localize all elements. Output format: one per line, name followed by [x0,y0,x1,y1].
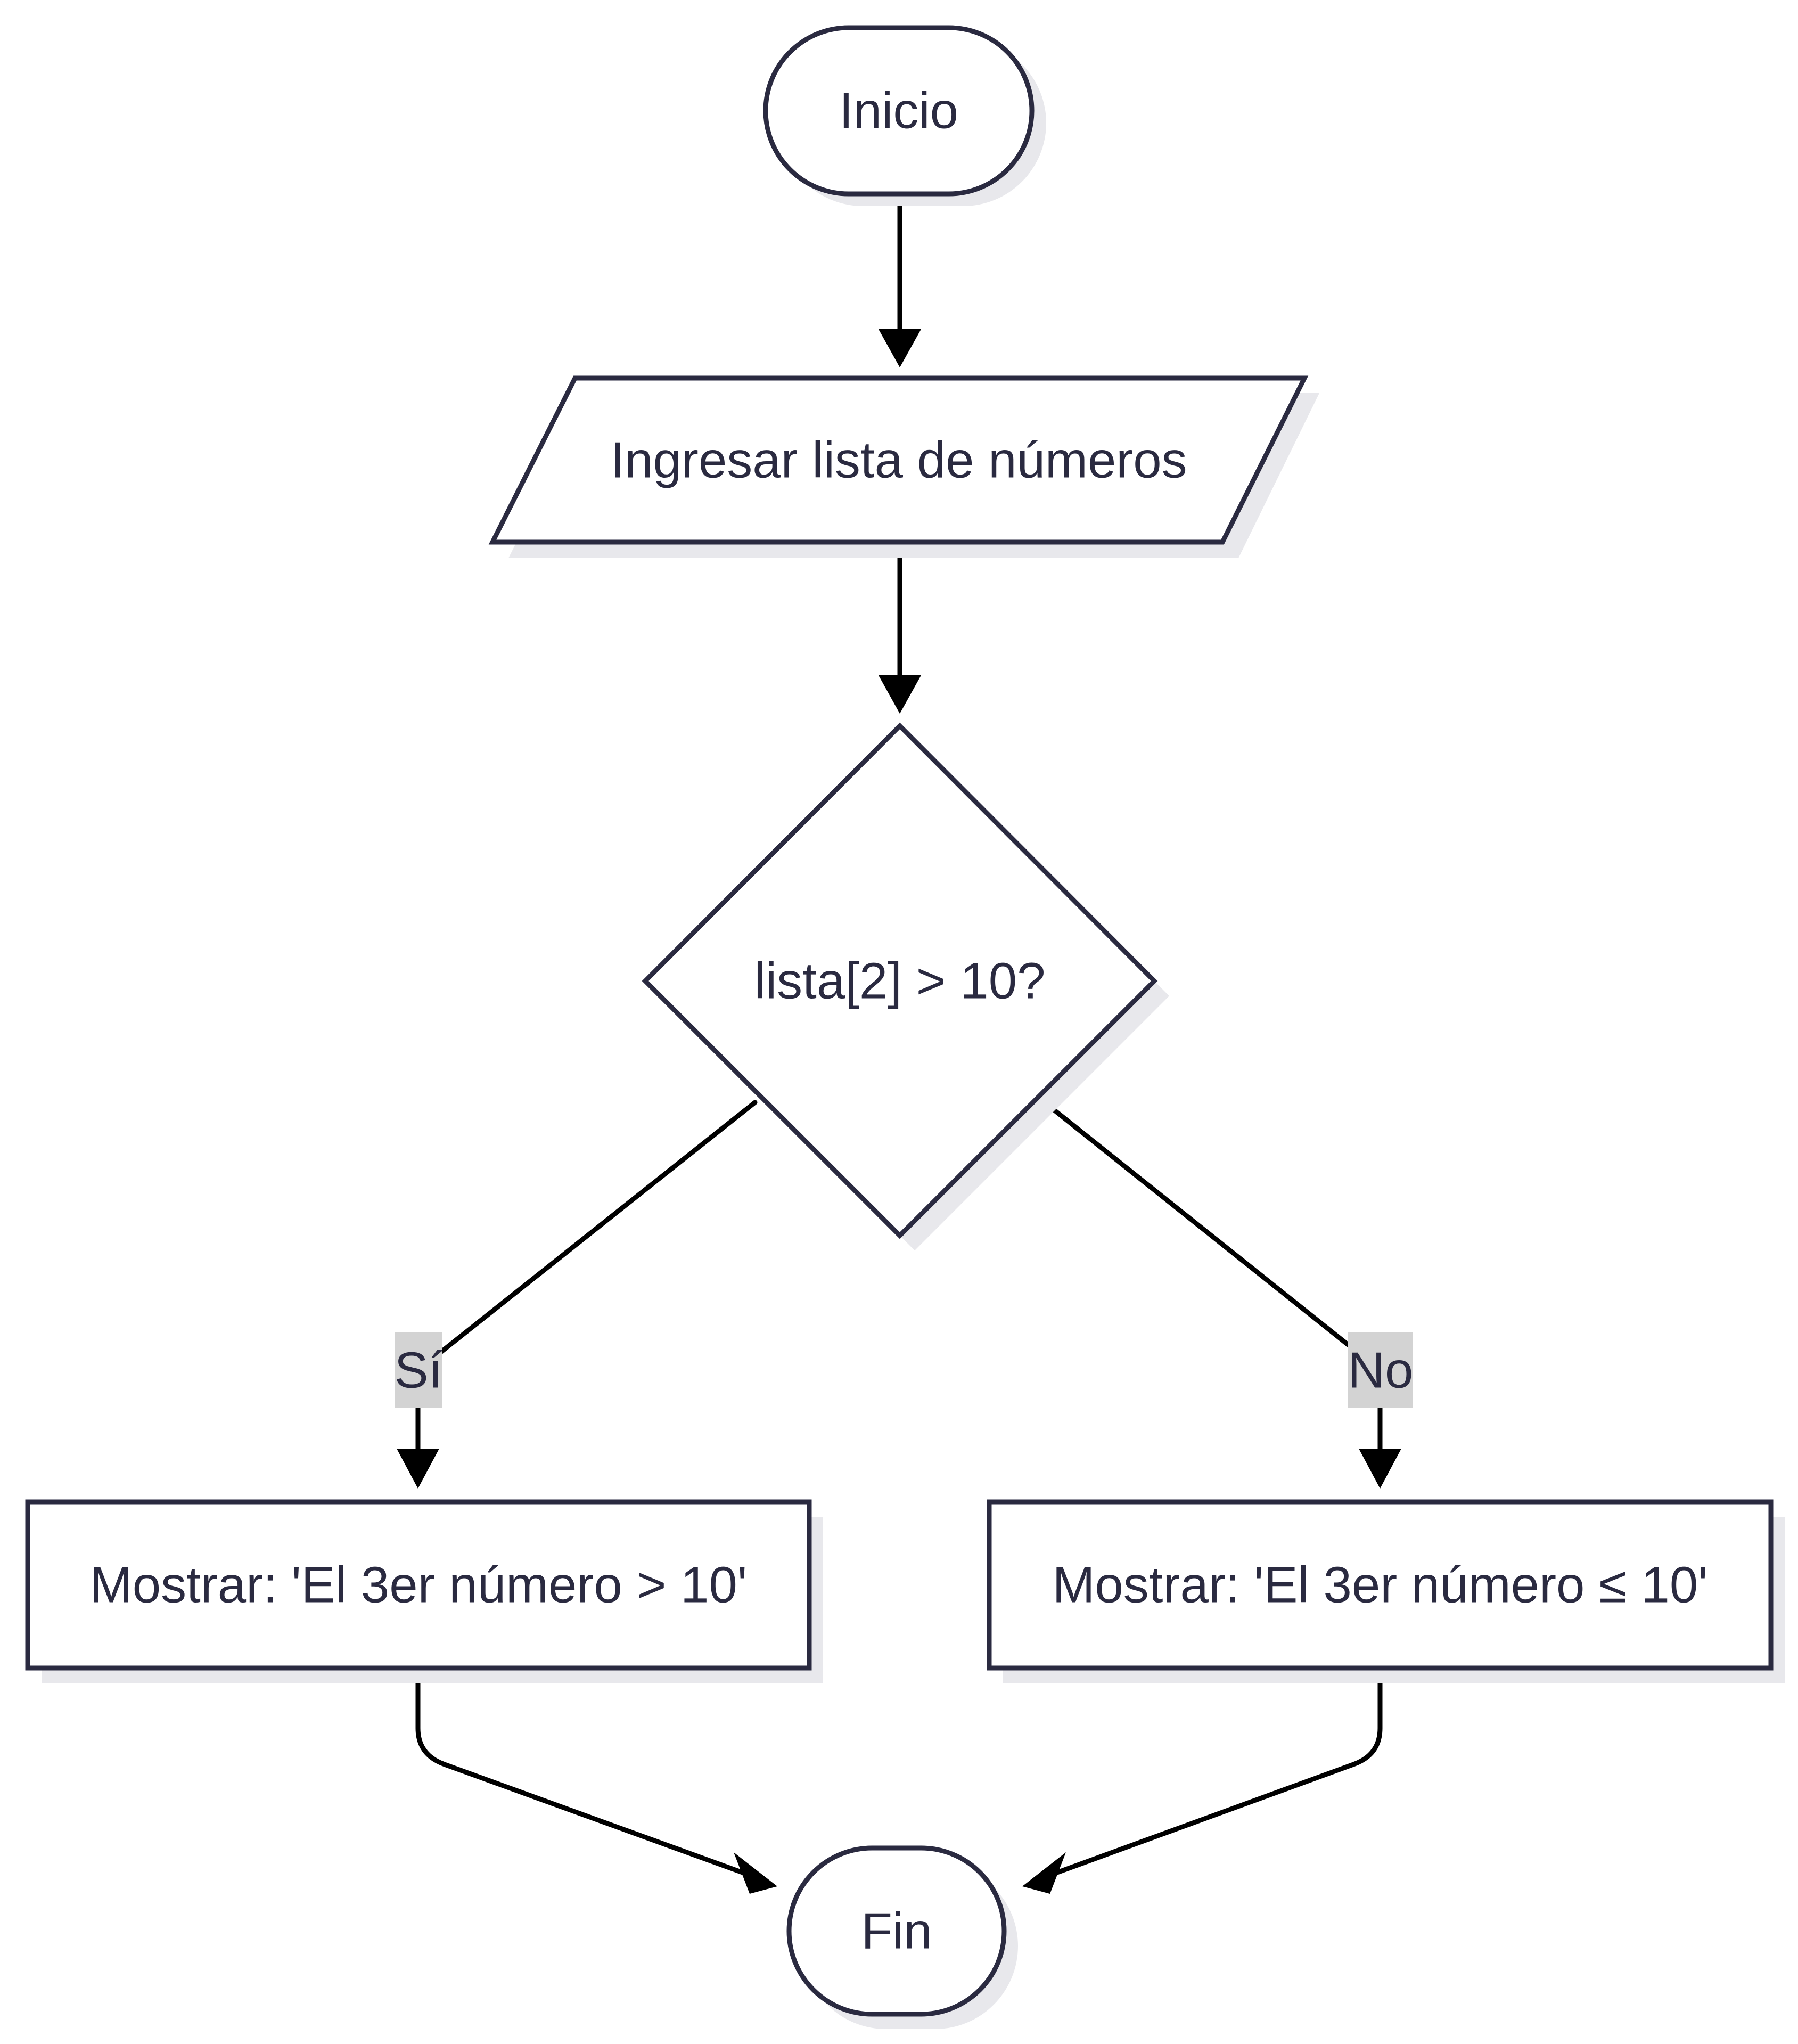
node-start-label: Inicio [839,83,958,140]
arrowhead-icon [879,329,921,367]
node-input-label: Ingresar lista de números [610,432,1187,489]
arrowhead-icon [1022,1852,1066,1894]
edge-start-to-input [879,193,921,367]
node-decision: lista[2] > 10? [642,722,1169,1250]
edge-label-no: No [1348,1342,1414,1399]
node-start: Inicio [763,25,1046,206]
edge-label-no-background [1348,1332,1413,1408]
node-end: Fin [786,1845,1018,2029]
node-no-output: Mostrar: 'El 3er número ≤ 10' [987,1499,1785,1683]
edge-no-to-end [1022,1665,1383,1894]
arrowhead-icon [397,1449,439,1489]
arrowhead-icon [879,675,921,714]
arrowhead-icon [1359,1449,1401,1489]
edge-yes-to-end [415,1665,777,1894]
node-no-output-label: Mostrar: 'El 3er número ≤ 10' [1052,1557,1707,1614]
node-input: Ingresar lista de números [488,375,1319,558]
node-decision-label: lista[2] > 10? [754,953,1045,1010]
edge-decision-no: No [1042,1100,1414,1489]
edge-label-yes: Sí [395,1342,443,1399]
node-end-label: Fin [861,1903,932,1960]
node-yes-output: Mostrar: 'El 3er número > 10' [25,1499,823,1683]
edge-decision-yes: Sí [395,1100,758,1489]
arrowhead-icon [734,1852,777,1894]
edge-input-to-decision [879,542,921,714]
edge-label-yes-background [395,1332,442,1408]
node-yes-output-label: Mostrar: 'El 3er número > 10' [90,1557,748,1614]
